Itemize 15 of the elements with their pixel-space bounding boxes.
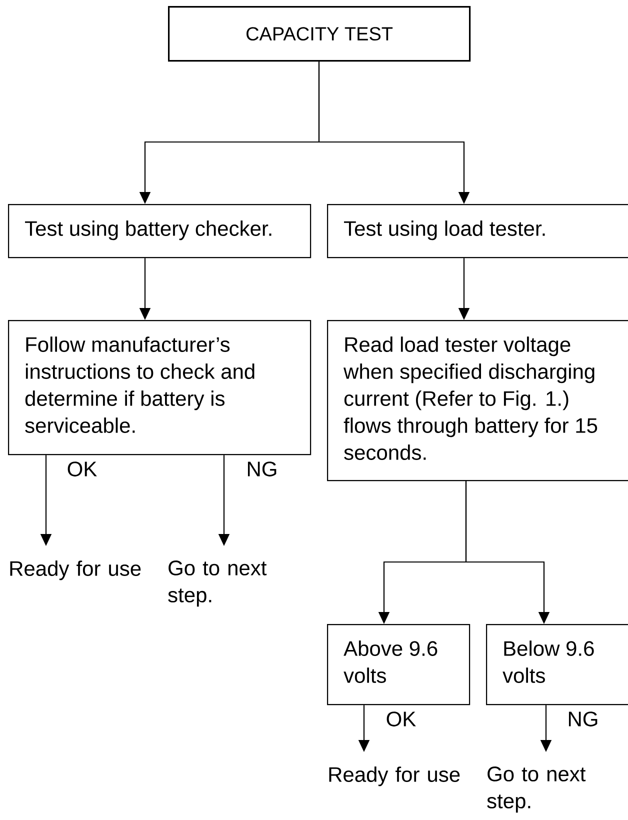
edge-label: OK (66, 460, 98, 478)
result-text: Go to next step. (168, 560, 267, 607)
title-box: CAPACITY TEST (168, 6, 471, 62)
process-box: Read load tester voltage when specified discharging current (Refer to Fig. 1.) flows through battery for 15 seconds. (327, 320, 628, 482)
process-box: Follow manufacturer’s instructions to check and determine if battery is serviceable. (8, 320, 312, 456)
result-text: Go to next step. (487, 766, 586, 813)
edge-label: NG (566, 710, 600, 728)
process-box: Above 9.6 volts (327, 624, 470, 706)
result-text: Ready for use (329, 766, 460, 786)
result-text: Ready for use (10, 560, 141, 580)
edge-label: OK (384, 710, 418, 728)
process-box: Below 9.6 volts (486, 624, 628, 706)
process-box: Test using load tester. (327, 204, 628, 258)
process-box: Test using battery checker. (8, 204, 312, 258)
edge-label: NG (245, 460, 279, 478)
